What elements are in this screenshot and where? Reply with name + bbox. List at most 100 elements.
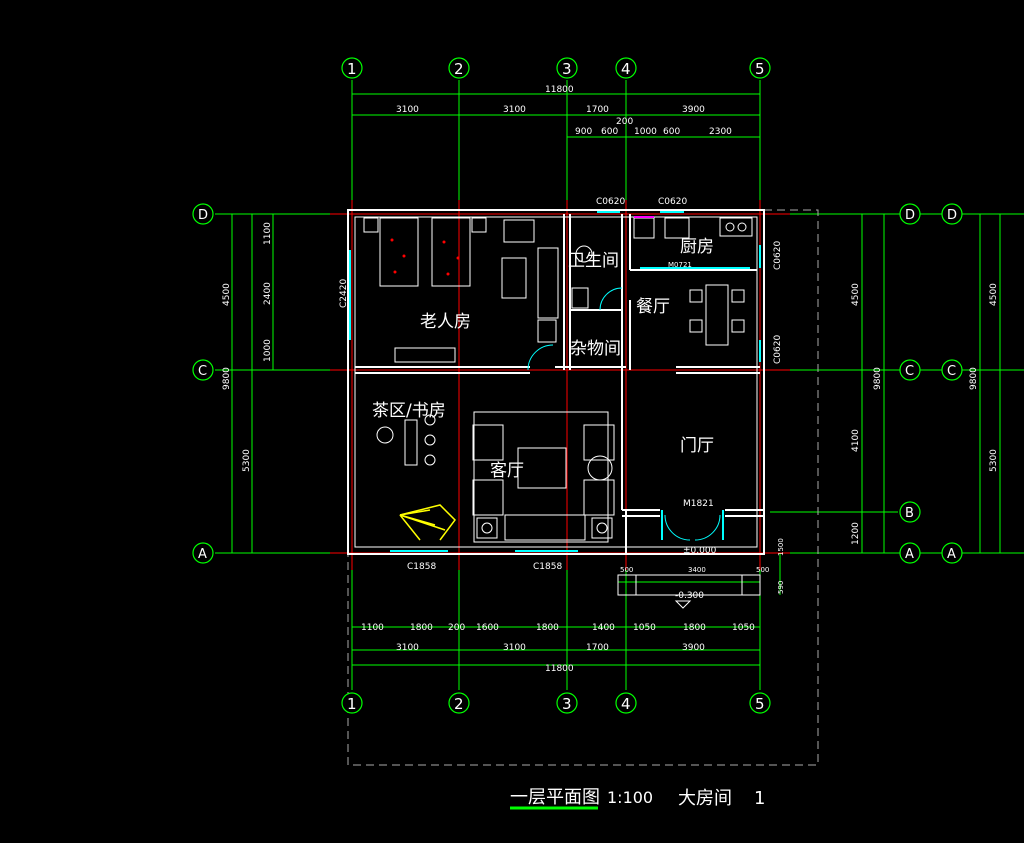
- dim-bot-200: 200: [448, 623, 465, 633]
- dim-right-9800: 9800: [873, 367, 883, 390]
- dim-top-200: 200: [616, 117, 633, 127]
- walls: [347, 209, 765, 555]
- axis-2-top: 2: [454, 60, 464, 78]
- tag-m1821: M1821: [683, 499, 714, 509]
- dim-top-1700: 1700: [586, 105, 609, 115]
- dim-bot-1100: 1100: [361, 623, 384, 633]
- drawing-title: 一层平面图: [510, 787, 600, 808]
- bed-pattern: [390, 238, 460, 276]
- tag-c0620-right-mid: C0620: [773, 335, 783, 364]
- room-foyer: 门厅: [680, 436, 714, 456]
- staircase: [399, 504, 456, 541]
- dim-left-9800: 9800: [222, 367, 232, 390]
- axis-C-right: C: [905, 364, 914, 379]
- kitchen-markers: [634, 216, 654, 218]
- axis-5-bottom: 5: [755, 695, 765, 713]
- dim-left-4500: 4500: [222, 283, 232, 306]
- entry-steps: [617, 574, 761, 596]
- dim-bot-1800b: 1800: [536, 623, 559, 633]
- dim-far-5300: 5300: [989, 449, 999, 472]
- tag-c0620-bath: C0620: [596, 197, 625, 207]
- axis-3-bottom: 3: [562, 695, 572, 713]
- axis-D-right: D: [905, 208, 915, 223]
- level-marker: [674, 600, 692, 609]
- axis-1-top: 1: [347, 60, 357, 78]
- axis-3-top: 3: [562, 60, 572, 78]
- axis-D-far: D: [947, 208, 957, 223]
- drawing-scale: 1:100: [607, 788, 653, 807]
- dim-bot-1600: 1600: [476, 623, 499, 633]
- sheet-number: 1: [754, 788, 765, 809]
- axis-A-left: A: [198, 547, 207, 562]
- top-dim-lines: [231, 93, 1001, 666]
- tag-m0721: M0721: [668, 261, 692, 269]
- room-bath: 卫生间: [568, 251, 619, 271]
- axis-C-far: C: [947, 364, 956, 379]
- dim-top-3100a: 3100: [396, 105, 419, 115]
- dim-far-9800: 9800: [969, 367, 979, 390]
- dim-right-4100: 4100: [851, 429, 861, 452]
- dim-left-1100: 1100: [263, 222, 273, 245]
- dim-bot-1050a: 1050: [633, 623, 656, 633]
- dim-bot-3900: 3900: [682, 643, 705, 653]
- room-elder: 老人房: [420, 312, 471, 332]
- dim-left-5300: 5300: [242, 449, 252, 472]
- tag-c1858-right: C1858: [533, 562, 562, 572]
- dim-step-500b: 500: [756, 566, 769, 574]
- dim-bot-1800a: 1800: [410, 623, 433, 633]
- dim-step-500a: 500: [620, 566, 633, 574]
- room-living: 客厅: [490, 461, 524, 481]
- room-kitchen: 厨房: [680, 237, 714, 257]
- room-storage: 杂物间: [570, 339, 621, 359]
- axis-A-right: A: [905, 547, 914, 562]
- dim-top-3900: 3900: [682, 105, 705, 115]
- dim-top-2300: 2300: [709, 127, 732, 137]
- dim-right-4500: 4500: [851, 283, 861, 306]
- sheet-name: 大房间: [678, 788, 732, 809]
- dim-top-600a: 600: [601, 127, 618, 137]
- dim-right-1200: 1200: [851, 522, 861, 545]
- axis-D-left: D: [198, 208, 208, 223]
- dim-left-2400: 2400: [263, 282, 273, 305]
- tag-c0620-kitchen: C0620: [658, 197, 687, 207]
- dim-total-top: 11800: [545, 85, 574, 95]
- dim-top-900: 900: [575, 127, 592, 137]
- dim-total-bottom: 11800: [545, 664, 574, 674]
- site-boundary: [347, 209, 819, 766]
- dim-left-1000: 1000: [263, 339, 273, 362]
- dim-bot-1700: 1700: [586, 643, 609, 653]
- axis-B-right: B: [905, 506, 914, 521]
- dim-bot-1050b: 1050: [732, 623, 755, 633]
- axis-grid: [215, 80, 1024, 690]
- dim-bot-3100a: 3100: [396, 643, 419, 653]
- dim-step-1500: 1500: [777, 538, 785, 556]
- level-zero: ±0.000: [683, 546, 717, 556]
- level-minus: -0.300: [675, 591, 704, 601]
- tag-c0620-right-top: C0620: [773, 241, 783, 270]
- dim-top-600b: 600: [663, 127, 680, 137]
- axis-4-top: 4: [621, 60, 631, 78]
- axis-2-bottom: 2: [454, 695, 464, 713]
- tag-c2420: C2420: [339, 279, 349, 308]
- axis-bubbles: [192, 57, 963, 714]
- door-swings: [527, 287, 721, 541]
- windows: [349, 211, 761, 552]
- axis-A-far: A: [947, 547, 956, 562]
- dim-step-3400: 3400: [688, 566, 706, 574]
- dim-bot-1400: 1400: [592, 623, 615, 633]
- furniture: [363, 217, 753, 543]
- axis-4-bottom: 4: [621, 695, 631, 713]
- axis-1-bottom: 1: [347, 695, 357, 713]
- dim-top-1000: 1000: [634, 127, 657, 137]
- dim-step-590: 590: [777, 581, 785, 594]
- axis-5-top: 5: [755, 60, 765, 78]
- room-tea: 茶区/书房: [372, 401, 446, 421]
- room-dining: 餐厅: [636, 297, 670, 317]
- dim-top-3100b: 3100: [503, 105, 526, 115]
- dim-bot-3100b: 3100: [503, 643, 526, 653]
- dim-far-4500: 4500: [989, 283, 999, 306]
- tag-c1858-left: C1858: [407, 562, 436, 572]
- dim-bot-1800c: 1800: [683, 623, 706, 633]
